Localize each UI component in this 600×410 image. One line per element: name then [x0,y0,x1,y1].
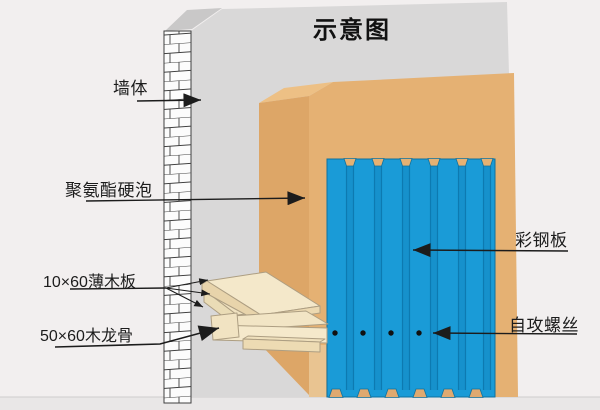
wall-label: 墙体 [113,79,148,98]
diagram-title: 示意图 [313,16,391,44]
wood-keel-label: 50×60木龙骨 [40,327,133,345]
screws-label: 自攻螺丝 [509,316,579,335]
thin-board-underline [69,287,167,290]
wood-boards [201,271,329,353]
wood-keel-end [210,312,240,341]
bottom-board-front [242,338,321,353]
screws-arrow [432,326,578,341]
foam-label: 聚氨酯硬泡 [65,181,153,200]
wood-keel-arrow [54,325,220,348]
panel-valleys [343,158,494,390]
steel-panel [326,158,496,398]
thin-board-arrow-1 [165,278,209,289]
screws [332,330,422,336]
thin-board-arrow-2 [165,287,211,297]
brick-wall [163,30,192,404]
thin-board-arrow-3 [165,287,204,308]
foam-arrow [85,191,306,206]
steel-panel-arrow [412,243,569,258]
screw-dot [416,330,422,336]
screw-dot [332,330,338,336]
screw-dot [360,330,366,336]
wall-arrow [136,93,202,108]
panel-bottom-notches [328,388,484,398]
foam-edge-strip [309,345,326,397]
foam-top-bevel [259,82,333,103]
gray-wall-top-cap [165,8,222,31]
floor [0,397,600,410]
thin-board-label: 10×60薄木板 [43,273,136,291]
steel-panel-label: 彩钢板 [515,231,568,250]
annotation-arrows [54,93,578,348]
screw-dot [388,330,394,336]
